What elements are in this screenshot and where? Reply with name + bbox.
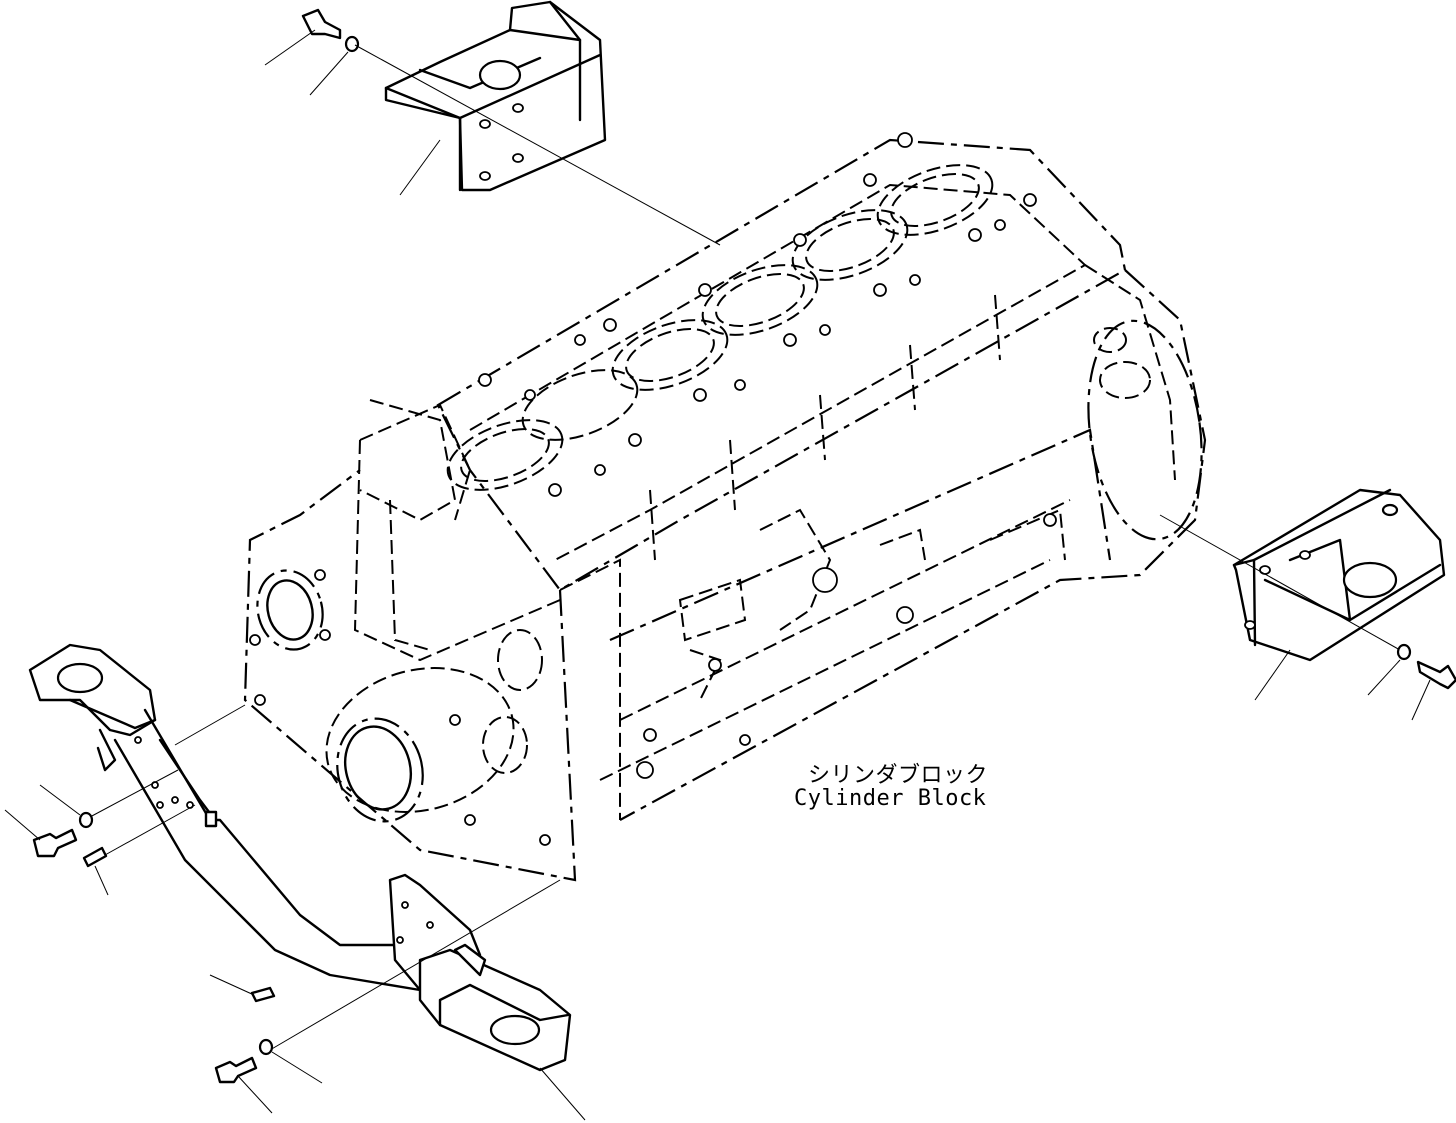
right-bracket xyxy=(1232,488,1446,701)
upper-bolt xyxy=(264,8,342,66)
assembly-line xyxy=(354,44,721,246)
upper-washer xyxy=(309,35,360,96)
cylinder-block-label-japanese: シリンダブロック xyxy=(808,763,989,788)
assembly-line xyxy=(1159,514,1401,651)
assembly-line xyxy=(269,879,561,1051)
left-dowel-pin xyxy=(82,846,109,896)
leader-line xyxy=(539,1067,586,1121)
lower-dowel-pin xyxy=(209,974,276,1003)
leader-line xyxy=(399,139,441,196)
right-bolt xyxy=(1411,660,1456,721)
leader-line xyxy=(1254,649,1291,701)
left-bolt xyxy=(4,809,78,858)
front-lower-hitch xyxy=(388,873,586,1121)
right-washer xyxy=(1367,643,1412,696)
deck-holes xyxy=(478,132,1037,497)
lower-bolt xyxy=(214,1056,273,1114)
assembly-line xyxy=(104,804,196,856)
lower-washer xyxy=(258,1038,323,1084)
cylinder-block-label-english: Cylinder Block xyxy=(794,786,987,811)
upper-rear-bracket xyxy=(384,0,607,196)
left-washer xyxy=(39,784,94,829)
cylinder-block xyxy=(243,132,1207,882)
assembly-line xyxy=(174,704,246,746)
assembly-line xyxy=(89,769,179,818)
